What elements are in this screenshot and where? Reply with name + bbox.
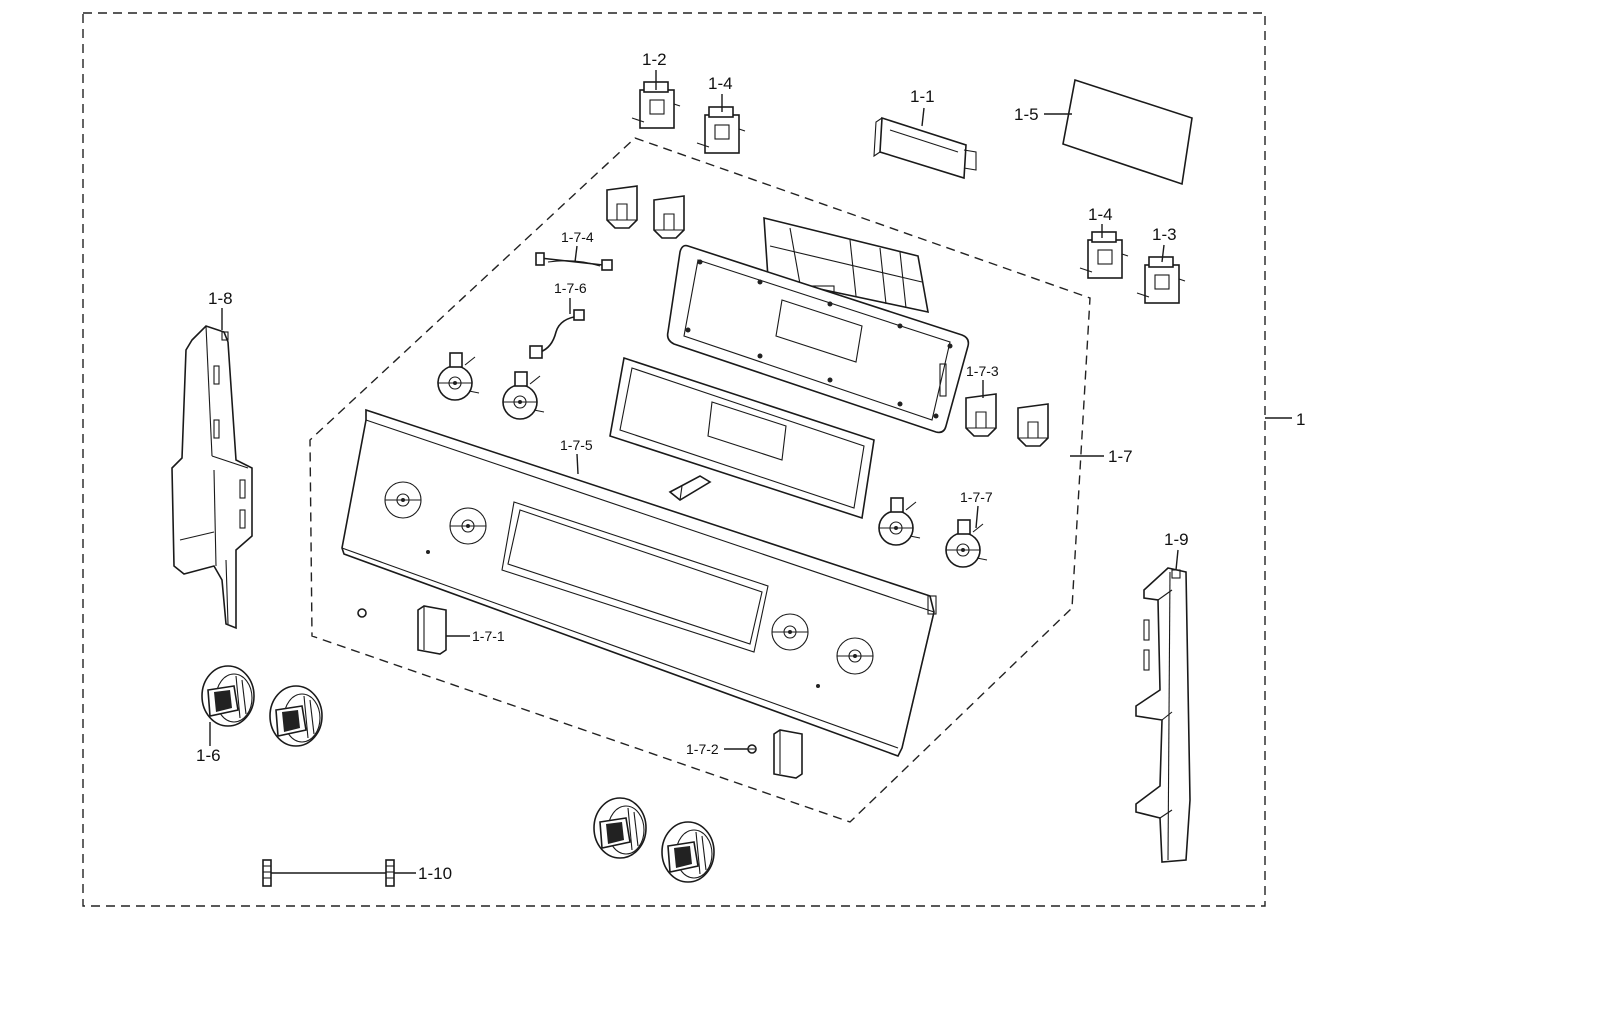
callout-1-7-4: 1-7-4 xyxy=(561,229,594,245)
subassembly-boundary xyxy=(309,137,1091,823)
leader-lines xyxy=(209,70,1292,874)
callout-1-7-2: 1-7-2 xyxy=(686,741,719,757)
assembly-boundary xyxy=(82,12,1266,907)
part-display-bracket xyxy=(763,216,929,314)
part-display-frame xyxy=(666,244,970,434)
callout-1-6: 1-6 xyxy=(196,746,221,765)
callout-1-2: 1-2 xyxy=(642,50,667,69)
callout-1-7-5: 1-7-5 xyxy=(560,437,593,453)
callout-1-5: 1-5 xyxy=(1014,105,1039,124)
part-burner-valve xyxy=(878,497,921,546)
callout-1-3: 1-3 xyxy=(1152,225,1177,244)
callout-1-7: 1-7 xyxy=(1108,447,1133,466)
callout-1-4b: 1-4 xyxy=(1088,205,1113,224)
part-1-9-side-bracket xyxy=(1135,567,1191,863)
part-display-window xyxy=(609,356,875,520)
callout-1-7-7: 1-7-7 xyxy=(960,489,993,505)
part-1-7-5-control-panel xyxy=(341,408,937,757)
part-1-7-7-burner-valve xyxy=(945,519,988,568)
callout-labels: 1 1-1 1-2 1-3 1-4 1-4 1-5 1-6 1-7 1-7-1 … xyxy=(196,50,1305,883)
part-1-5-overlay xyxy=(1062,78,1193,186)
part-knob xyxy=(269,685,323,747)
callout-1-1: 1-1 xyxy=(910,87,935,106)
callout-1-9: 1-9 xyxy=(1164,530,1189,549)
part-1-4-switch xyxy=(696,106,746,154)
callout-1-10: 1-10 xyxy=(418,864,452,883)
callout-1-7-6: 1-7-6 xyxy=(554,280,587,296)
part-1-6-knob xyxy=(201,665,255,727)
callout-1-7-3: 1-7-3 xyxy=(966,363,999,379)
part-knob xyxy=(593,797,647,859)
part-burner-valve xyxy=(437,352,480,401)
part-clip xyxy=(668,475,712,501)
part-1-8-side-bracket xyxy=(171,325,253,630)
part-1-4-switch-right xyxy=(1079,231,1129,279)
part-1-7-6-harness xyxy=(529,309,585,359)
part-1-3-switch xyxy=(1136,256,1186,304)
callout-1-7-1: 1-7-1 xyxy=(472,628,505,644)
part-spacer xyxy=(773,729,803,779)
part-1-7-1-spacer xyxy=(417,605,447,655)
callout-1-4a: 1-4 xyxy=(708,74,733,93)
part-burner-valve xyxy=(502,371,545,420)
part-knob xyxy=(661,821,715,883)
part-infinite-switch xyxy=(653,195,685,239)
part-infinite-switch xyxy=(606,185,638,229)
part-1-7-3-infinite-switch xyxy=(965,393,997,437)
part-1-7-2-screw xyxy=(747,744,757,754)
part-1-7-4-harness xyxy=(535,252,613,271)
callout-1: 1 xyxy=(1296,410,1305,429)
part-1-1-pcb xyxy=(873,116,977,180)
part-1-10-wire xyxy=(262,859,395,887)
part-infinite-switch xyxy=(1017,403,1049,447)
callout-1-8: 1-8 xyxy=(208,289,233,308)
part-screw xyxy=(357,608,367,618)
